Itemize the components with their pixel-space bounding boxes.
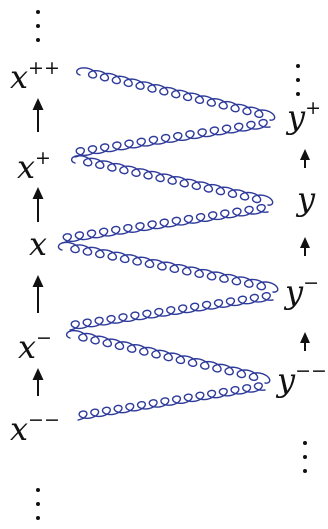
right-bottom-ellipsis <box>303 441 307 473</box>
left-label-x-minus-minus: x−− <box>10 409 60 448</box>
right-label-y: y <box>295 180 316 218</box>
left-up-arrow-1 <box>32 98 44 132</box>
wavy-connectors <box>57 67 279 421</box>
left-bottom-ellipsis <box>36 488 40 520</box>
right-label-y-minus-minus: y−− <box>275 360 327 399</box>
wave-x-minus-to-y-minus-minus <box>65 329 271 384</box>
left-label-x-plus: x+ <box>17 147 51 186</box>
right-up-arrow-3 <box>300 332 310 351</box>
right-up-arrow-2 <box>300 237 310 256</box>
wave-x-plus-to-y <box>70 154 274 206</box>
wave-y-plus-to-x-plus <box>74 118 271 158</box>
left-label-x-plus-plus: x++ <box>10 57 60 96</box>
left-up-arrow-4 <box>32 368 44 396</box>
right-label-y-plus: y+ <box>285 97 321 136</box>
left-label-x: x <box>29 225 47 263</box>
right-up-arrow-1 <box>300 149 310 168</box>
wave-x-plus-plus-to-y-plus <box>75 67 276 121</box>
wave-y-minus-to-x-minus <box>69 291 274 331</box>
right-top-ellipsis <box>296 64 300 96</box>
left-label-x-minus: x− <box>18 327 52 366</box>
left-up-arrow-2 <box>32 187 44 222</box>
left-top-ellipsis <box>36 10 40 42</box>
wave-y-to-x <box>61 203 269 244</box>
wave-x-to-y-minus <box>57 241 279 293</box>
right-label-y-minus: y− <box>283 272 319 311</box>
wave-y-minus-minus-to-x-minus-minus <box>77 382 266 421</box>
left-up-arrow-3 <box>32 275 44 313</box>
